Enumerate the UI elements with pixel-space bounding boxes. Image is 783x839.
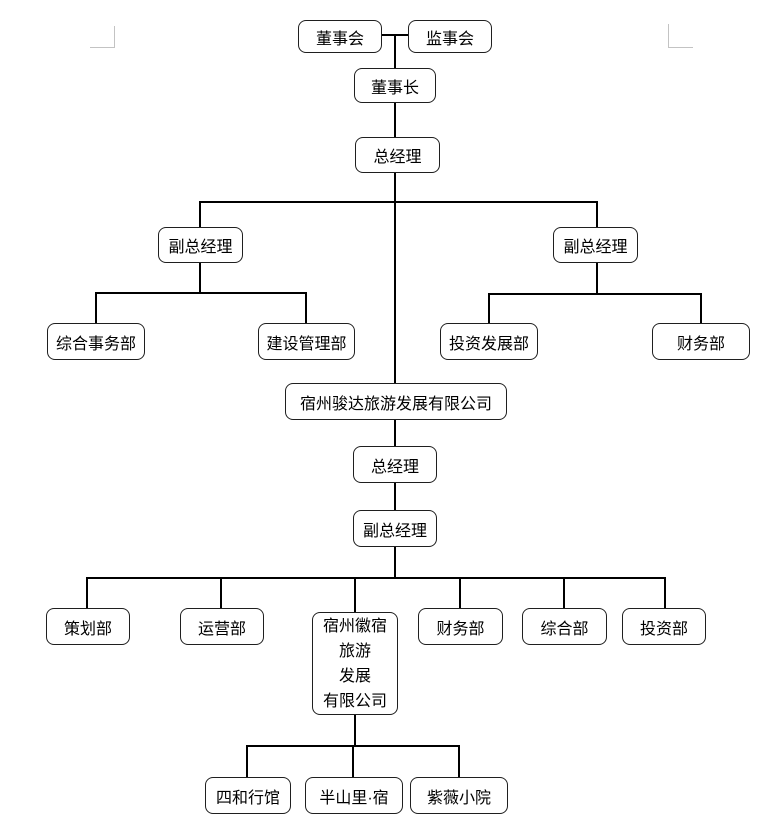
node-label: 半山里·宿 bbox=[319, 789, 389, 807]
node-label: 策划部 bbox=[63, 620, 112, 638]
node-label: 综合部 bbox=[540, 620, 589, 638]
node-operations-dept[interactable]: 运营部 bbox=[180, 608, 264, 645]
connector-line bbox=[199, 201, 201, 227]
crop-mark-top-right bbox=[668, 47, 693, 48]
connector-line bbox=[86, 577, 666, 579]
node-label: 总经理 bbox=[373, 149, 422, 166]
node-deputy-gm-left[interactable]: 副总经理 bbox=[158, 227, 243, 263]
node-label: 总经理 bbox=[370, 458, 419, 476]
node-junda-deputy-gm[interactable]: 副总经理 bbox=[353, 510, 437, 547]
node-sihe-guesthouse[interactable]: 四和行馆 bbox=[205, 777, 291, 814]
connector-line bbox=[488, 293, 490, 323]
node-label: 财务部 bbox=[436, 620, 485, 638]
node-label: 运营部 bbox=[197, 620, 246, 638]
connector-line bbox=[354, 577, 356, 612]
node-huisu-investment-dept[interactable]: 投资部 bbox=[622, 608, 706, 645]
connector-line bbox=[394, 173, 396, 383]
node-general-manager[interactable]: 总经理 bbox=[355, 137, 440, 173]
node-chairman[interactable]: 董事长 bbox=[354, 68, 436, 103]
node-label: 投资发展部 bbox=[448, 335, 529, 353]
connector-line bbox=[394, 420, 396, 446]
crop-mark-top-left bbox=[114, 26, 115, 48]
node-suzhou-huisu-company[interactable]: 宿州徽宿 旅游 发展 有限公司 bbox=[312, 612, 398, 715]
node-supervisory-board[interactable]: 监事会 bbox=[408, 20, 492, 53]
node-finance-dept[interactable]: 财务部 bbox=[652, 323, 750, 360]
node-banshanli-su[interactable]: 半山里·宿 bbox=[305, 777, 403, 814]
connector-line bbox=[700, 293, 702, 323]
node-planning-dept[interactable]: 策划部 bbox=[46, 608, 130, 645]
crop-mark-top-left bbox=[90, 47, 115, 48]
node-label: 监事会 bbox=[425, 30, 474, 48]
node-label: 宿州徽宿 旅游 发展 有限公司 bbox=[322, 617, 387, 710]
node-investment-dev-dept[interactable]: 投资发展部 bbox=[440, 323, 538, 360]
connector-line bbox=[459, 577, 461, 608]
connector-line bbox=[95, 292, 97, 323]
connector-line bbox=[563, 577, 565, 608]
connector-line bbox=[458, 745, 460, 777]
node-label: 四和行馆 bbox=[215, 789, 280, 807]
node-ziwei-courtyard[interactable]: 紫薇小院 bbox=[410, 777, 508, 814]
node-label: 董事会 bbox=[315, 30, 364, 48]
node-general-affairs-dept[interactable]: 综合事务部 bbox=[47, 323, 145, 360]
connector-line bbox=[664, 577, 666, 608]
node-huisu-finance-dept[interactable]: 财务部 bbox=[418, 608, 503, 645]
connector-line bbox=[394, 483, 396, 510]
node-label: 宿州骏达旅游发展有限公司 bbox=[299, 395, 492, 413]
node-label: 董事长 bbox=[370, 79, 419, 97]
connector-line bbox=[86, 577, 88, 608]
connector-line bbox=[246, 745, 248, 777]
connector-line bbox=[596, 201, 598, 227]
node-board-of-directors[interactable]: 董事会 bbox=[298, 20, 382, 53]
node-junda-general-manager[interactable]: 总经理 bbox=[353, 446, 437, 483]
node-construction-mgmt-dept[interactable]: 建设管理部 bbox=[258, 323, 355, 360]
connector-line bbox=[488, 293, 702, 295]
connector-line bbox=[95, 292, 307, 294]
node-label: 副总经理 bbox=[362, 522, 427, 540]
connector-line bbox=[354, 715, 356, 746]
node-label: 投资部 bbox=[639, 620, 688, 638]
node-suzhou-junda-company[interactable]: 宿州骏达旅游发展有限公司 bbox=[285, 383, 507, 420]
node-label: 财务部 bbox=[676, 335, 725, 353]
connector-line bbox=[352, 745, 354, 777]
node-label: 副总经理 bbox=[563, 239, 628, 256]
connector-line bbox=[199, 263, 201, 293]
connector-line bbox=[394, 547, 396, 578]
connector-line bbox=[394, 103, 396, 137]
node-label: 综合事务部 bbox=[55, 335, 136, 353]
connector-line bbox=[305, 292, 307, 323]
node-deputy-gm-right[interactable]: 副总经理 bbox=[553, 227, 638, 263]
connector-line bbox=[220, 577, 222, 608]
node-huisu-general-dept[interactable]: 综合部 bbox=[522, 608, 607, 645]
connector-line bbox=[394, 34, 396, 68]
node-label: 建设管理部 bbox=[266, 335, 347, 353]
node-label: 紫薇小院 bbox=[426, 789, 491, 807]
connector-line bbox=[596, 263, 598, 294]
connector-line bbox=[199, 201, 598, 203]
crop-mark-top-right bbox=[668, 24, 669, 48]
node-label: 副总经理 bbox=[168, 239, 233, 256]
